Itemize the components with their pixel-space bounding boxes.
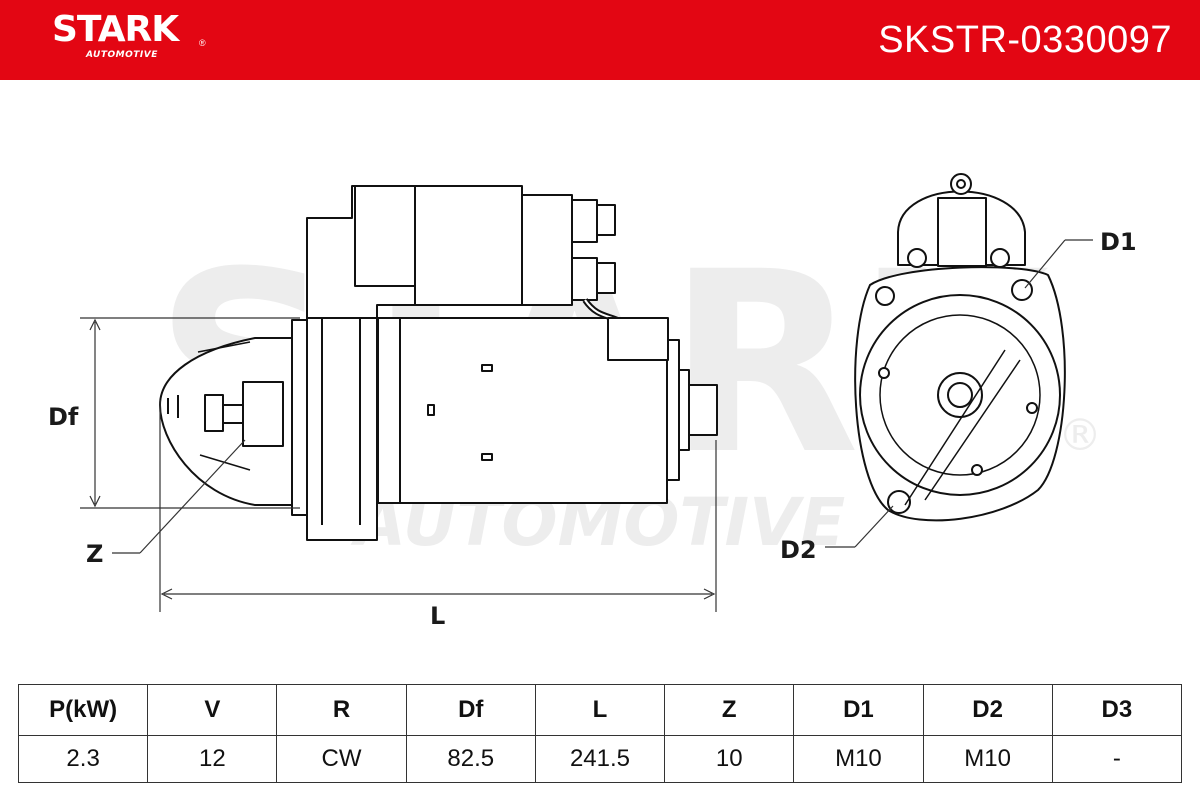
spec-header-cell: P(kW) (17, 684, 149, 736)
spec-header-cell: D3 (1051, 684, 1183, 736)
logo-sub: AUTOMOTIVE (86, 50, 158, 60)
spec-header-cell: V (147, 684, 278, 736)
spec-header-row: P(kW) V R Df L Z D1 D2 D3 (17, 684, 1183, 736)
spec-header-cell: L (534, 684, 666, 736)
watermark-registered: ® (1058, 410, 1102, 461)
spec-header-cell: D1 (793, 684, 924, 736)
label-df: Df (48, 403, 79, 431)
starter-side-view (159, 185, 718, 541)
spec-value-cell: 12 (147, 735, 278, 783)
spec-header-cell: Df (405, 684, 536, 736)
starter-end-view (854, 173, 1066, 522)
spec-value-cell: - (1051, 735, 1183, 783)
spec-value-cell: 82.5 (405, 735, 536, 783)
header-bar: STARK AUTOMOTIVE ® SKSTR-0330097 (0, 0, 1200, 80)
label-d2: D2 (780, 536, 817, 564)
part-number: SKSTR-0330097 (878, 19, 1172, 61)
spec-value-cell: 2.3 (17, 735, 149, 783)
spec-value-cell: CW (276, 735, 407, 783)
logo-registered-mark: ® (199, 38, 206, 48)
label-z: Z (86, 540, 104, 568)
spec-value-row: 2.3 12 CW 82.5 241.5 10 M10 M10 - (17, 735, 1183, 783)
label-l: L (430, 602, 446, 630)
dimension-lines (80, 239, 1093, 612)
spec-value-cell: 241.5 (534, 735, 666, 783)
spec-value-cell: M10 (922, 735, 1053, 783)
technical-drawing (80, 173, 1093, 612)
stark-logo: STARK AUTOMOTIVE ® (52, 9, 206, 61)
spec-value-cell: M10 (793, 735, 924, 783)
spec-value-cell: 10 (664, 735, 795, 783)
label-d1: D1 (1100, 228, 1137, 256)
spec-table: P(kW) V R Df L Z D1 D2 D3 2.3 12 CW 82.5… (17, 684, 1183, 783)
spec-header-cell: D2 (922, 684, 1053, 736)
spec-header-cell: Z (664, 684, 795, 736)
spec-header-cell: R (276, 684, 407, 736)
logo-brand: STARK (52, 9, 179, 50)
